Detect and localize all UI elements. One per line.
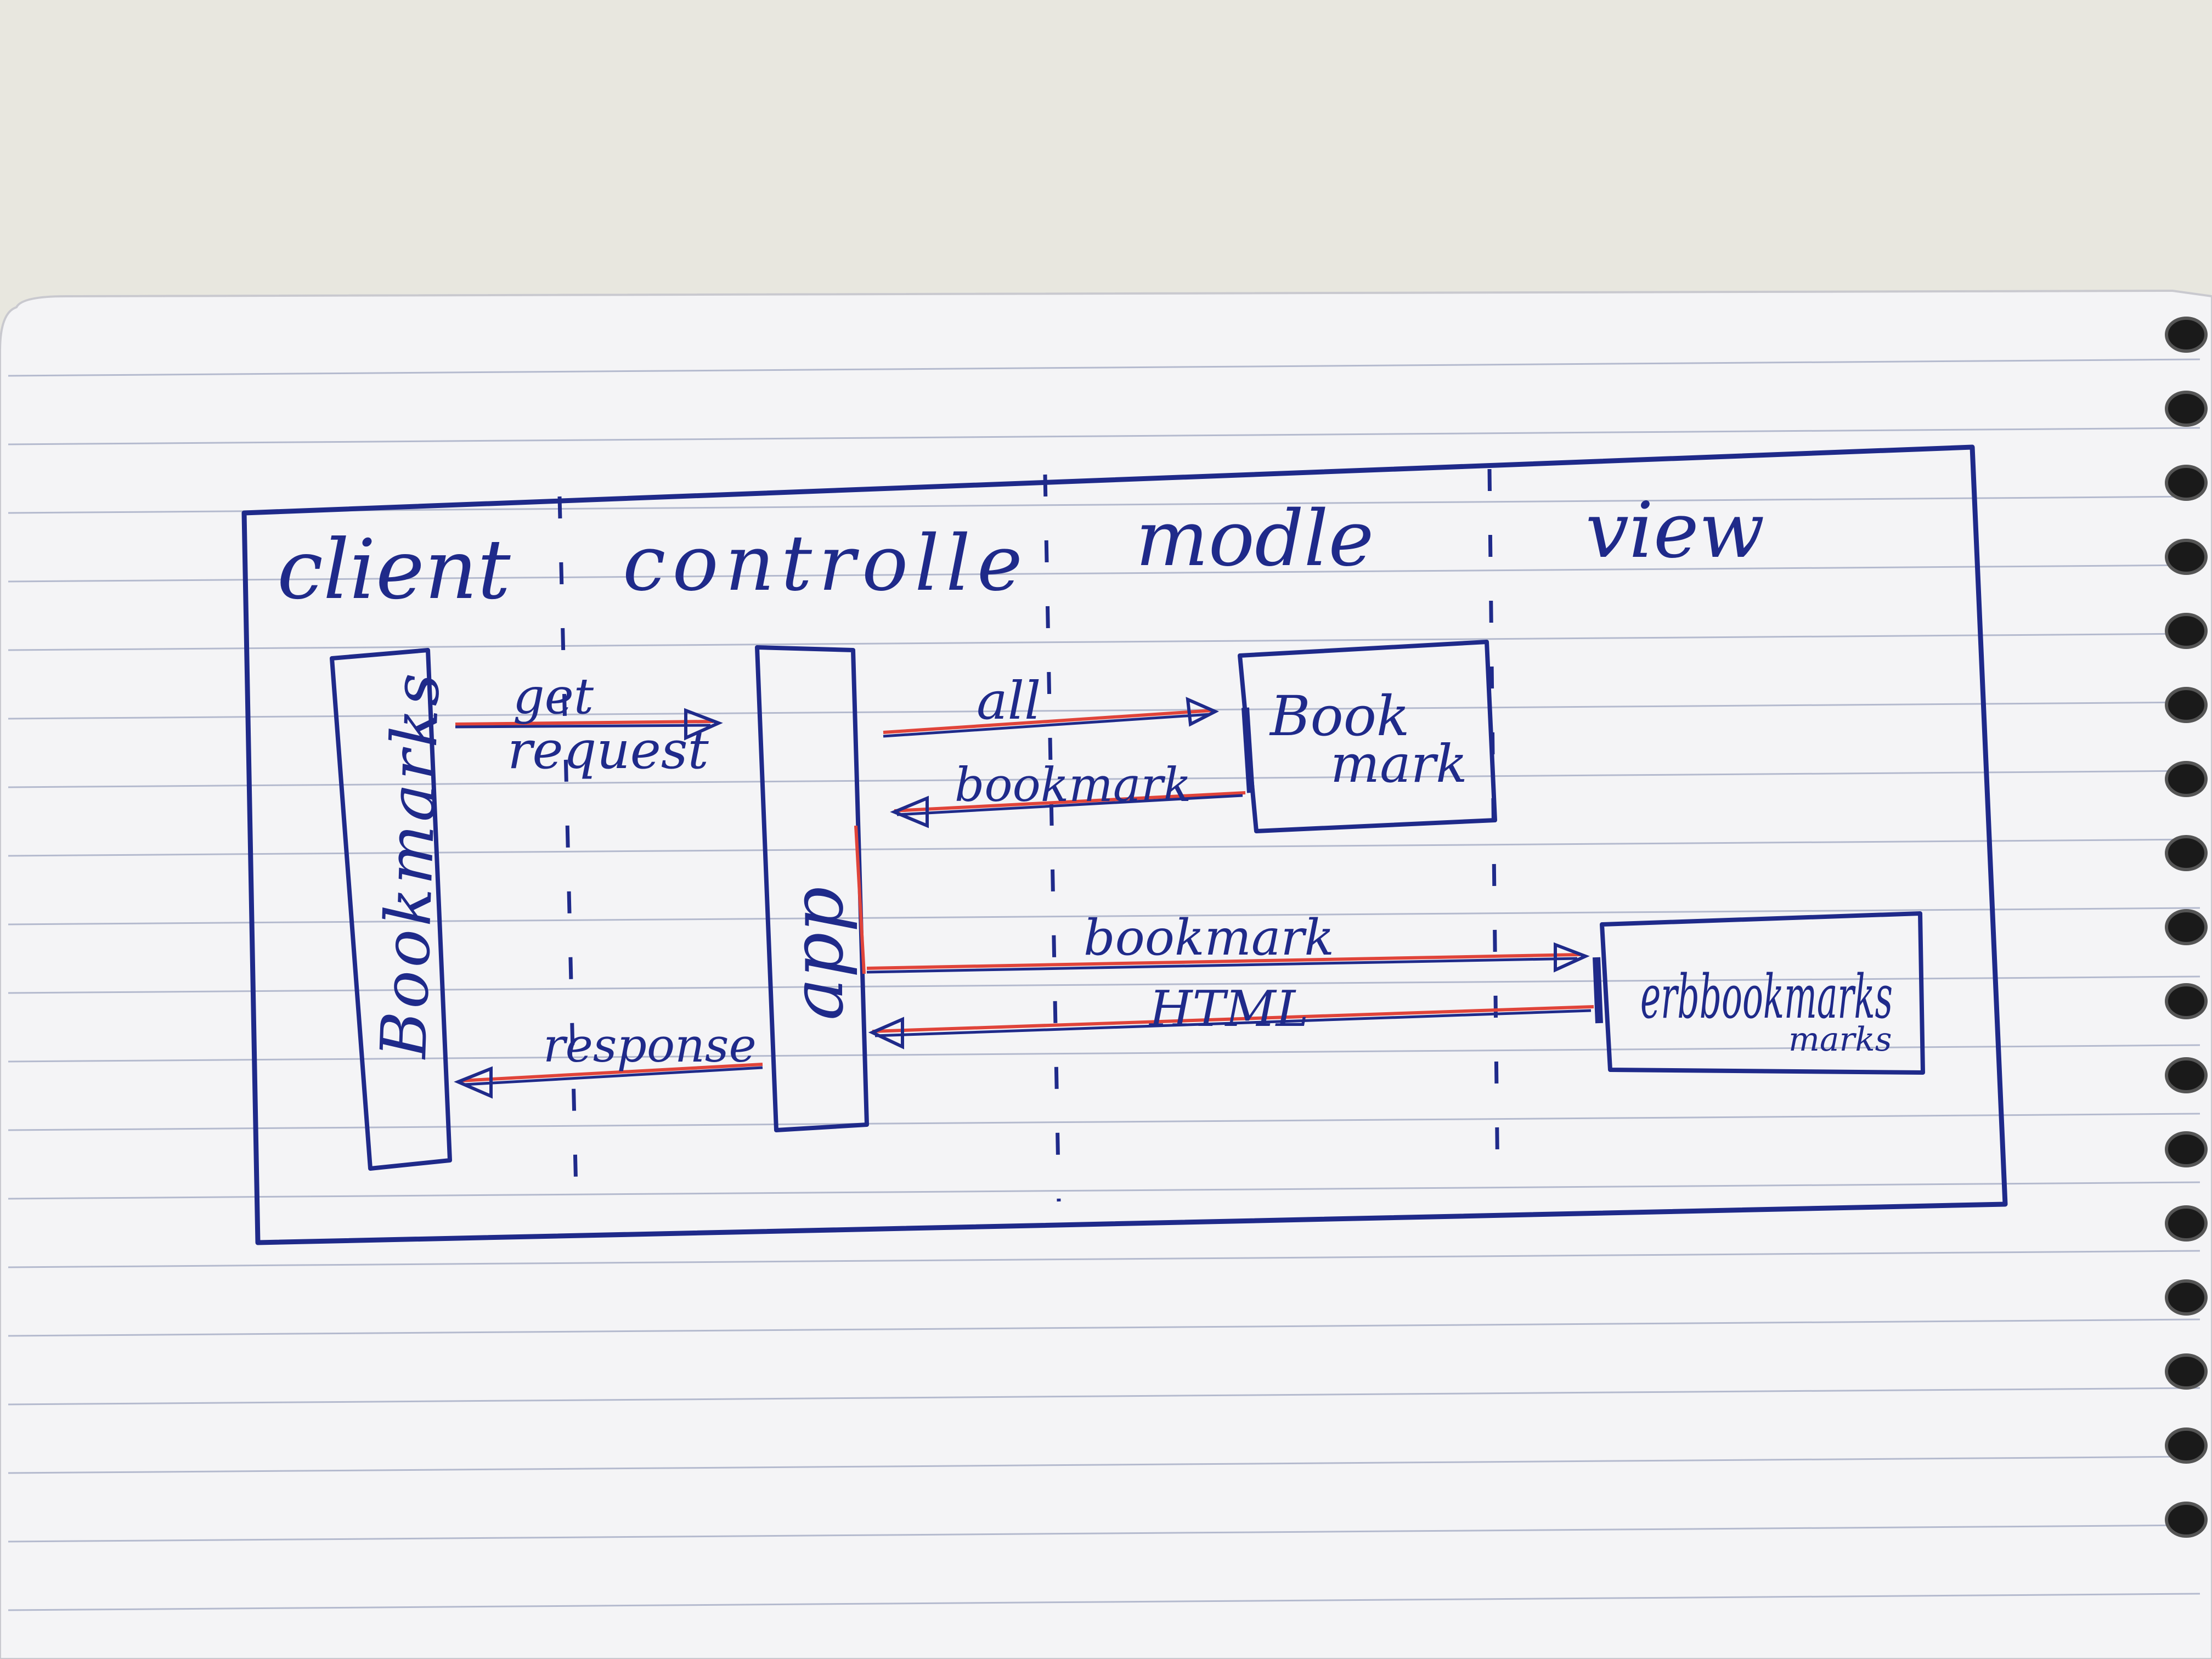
bookmark-model-activation bbox=[1242, 707, 1255, 793]
spiral-ring bbox=[2165, 539, 2208, 575]
spiral-ring bbox=[2165, 835, 2208, 871]
arrowhead-icon bbox=[684, 708, 723, 741]
ruled-line bbox=[8, 633, 2200, 651]
spiral-ring bbox=[2165, 1427, 2208, 1464]
message-bookmark-to-view: bookmark bbox=[866, 909, 1590, 974]
lane-dividers bbox=[557, 469, 1500, 1202]
erb-view-activation bbox=[1593, 957, 1603, 1024]
spiral-ring bbox=[2165, 1502, 2208, 1538]
ruled-line bbox=[8, 358, 2200, 377]
ruled-line bbox=[8, 770, 2200, 788]
bookmark-model-label-line1: Book bbox=[1269, 684, 1410, 748]
spiral-ring bbox=[2165, 613, 2208, 649]
app-label: app bbox=[776, 887, 859, 1020]
ruled-lines bbox=[8, 358, 2200, 1611]
message-request-label: request bbox=[507, 720, 709, 781]
ruled-line bbox=[8, 1593, 2200, 1611]
message-bookmark-return: bookmark bbox=[890, 758, 1246, 828]
arrowhead-icon bbox=[454, 1066, 493, 1099]
ruled-line bbox=[8, 564, 2200, 583]
erb-view-box bbox=[1600, 911, 1925, 1075]
message-get-request: get request bbox=[455, 668, 723, 781]
ruled-line bbox=[8, 1250, 2200, 1268]
spiral-binding bbox=[2165, 317, 2208, 1538]
bookmarks-label: Bookmarks bbox=[367, 669, 454, 1060]
erb-view-label-line2: marks bbox=[1788, 1020, 1892, 1059]
ruled-line bbox=[8, 1318, 2200, 1337]
arrowhead-icon bbox=[890, 795, 929, 828]
lane-divider-client-controller bbox=[557, 496, 578, 1191]
spiral-ring bbox=[2165, 465, 2208, 501]
spiral-ring bbox=[2165, 1205, 2208, 1242]
spiral-ring bbox=[2165, 391, 2208, 427]
message-response: response bbox=[454, 1019, 763, 1099]
ruled-line bbox=[8, 1524, 2200, 1543]
arrowhead-icon bbox=[868, 1017, 904, 1049]
notebook-page bbox=[0, 289, 2212, 1659]
spiral-ring bbox=[2165, 1057, 2208, 1093]
lane-title-view: view bbox=[1585, 486, 1765, 575]
message-response-label: response bbox=[543, 1019, 757, 1073]
lane-divider-controller-model bbox=[1043, 474, 1061, 1202]
spiral-ring bbox=[2165, 909, 2208, 945]
message-bookmark-return-label: bookmark bbox=[955, 758, 1192, 812]
bookmark-model-label-line2: mark bbox=[1330, 734, 1468, 794]
message-get-label: get bbox=[513, 668, 594, 725]
erb-view-label-line1: erbbookmarks bbox=[1640, 962, 1893, 1032]
message-html-label: HTML bbox=[1148, 980, 1308, 1038]
bookmarks-box bbox=[330, 648, 452, 1171]
lane-divider-model-view bbox=[1487, 469, 1500, 1186]
ruled-line bbox=[8, 838, 2200, 857]
spiral-ring bbox=[2165, 1279, 2208, 1316]
spiral-ring bbox=[2165, 1131, 2208, 1167]
message-all: all bbox=[883, 671, 1219, 738]
spiral-ring bbox=[2165, 1353, 2208, 1390]
spiral-ring bbox=[2165, 687, 2208, 723]
lane-title-controller: controlle bbox=[623, 519, 1029, 608]
ruled-line bbox=[8, 1044, 2200, 1063]
app-activation-highlight bbox=[854, 825, 866, 974]
ruled-line bbox=[8, 1181, 2200, 1200]
spiral-ring bbox=[2165, 317, 2208, 353]
spiral-ring bbox=[2165, 983, 2208, 1019]
ruled-line bbox=[8, 1455, 2200, 1474]
lane-title-model: modle bbox=[1136, 494, 1374, 584]
spiral-ring bbox=[2165, 761, 2208, 797]
ruled-line bbox=[8, 427, 2200, 445]
message-bookmark-to-view-label: bookmark bbox=[1084, 909, 1334, 967]
arrowhead-icon bbox=[1554, 942, 1590, 973]
ruled-line bbox=[8, 701, 2200, 720]
app-box bbox=[755, 645, 869, 1132]
ruled-line bbox=[8, 1387, 2200, 1406]
message-html: HTML bbox=[868, 980, 1594, 1049]
diagram-frame bbox=[241, 444, 2008, 1245]
arrowhead-icon bbox=[1186, 697, 1219, 727]
message-all-label: all bbox=[977, 671, 1041, 731]
lane-title-client: client bbox=[277, 522, 511, 618]
ruled-line bbox=[8, 975, 2200, 994]
ruled-line bbox=[8, 1113, 2200, 1131]
ruled-line bbox=[8, 907, 2200, 926]
